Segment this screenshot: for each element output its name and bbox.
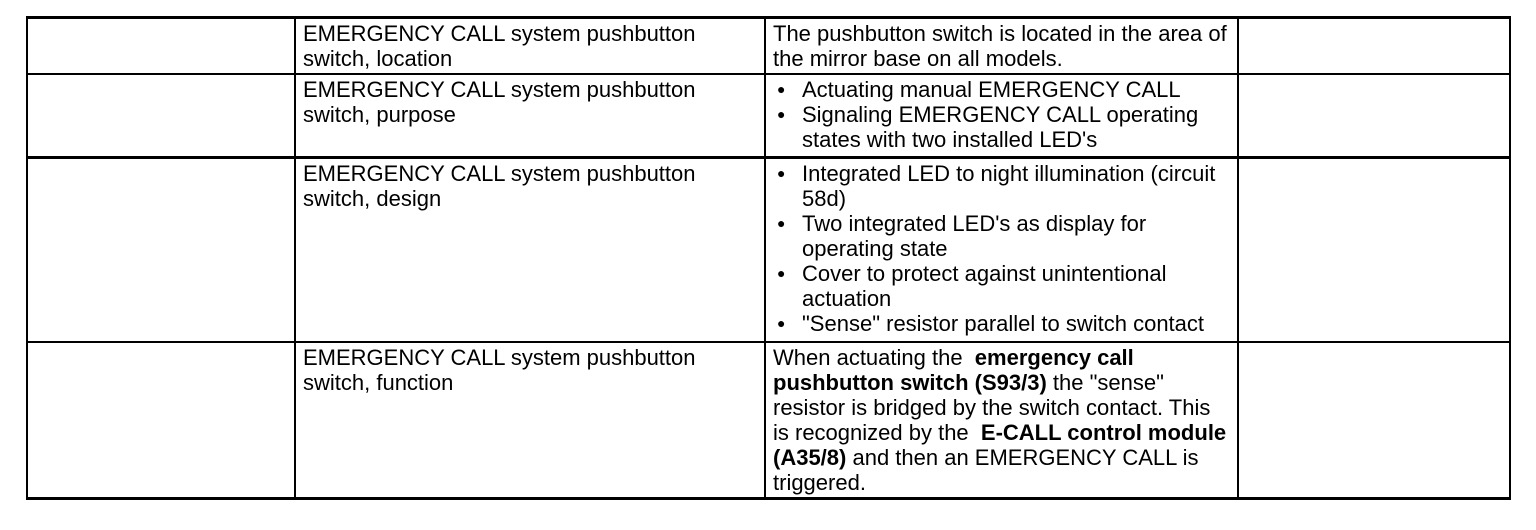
topic-text: EMERGENCY CALL system pushbutton switch,… — [303, 160, 696, 211]
topic-cell: EMERGENCY CALL system pushbutton switch,… — [294, 16, 766, 75]
bullet-item: ● Two integrated LED's as display for op… — [773, 211, 1229, 261]
bullet-list: ● Integrated LED to night illumination (… — [773, 161, 1229, 336]
text-segment: and then an EMERGENCY CALL is triggered. — [773, 445, 1199, 495]
spacer-cell-right — [1237, 73, 1511, 159]
spacer-cell-right — [1237, 16, 1511, 75]
bullet-icon: ● — [777, 214, 786, 231]
bullet-text: Two integrated LED's as display for oper… — [802, 210, 1147, 261]
spacer-cell-left — [26, 156, 296, 343]
table-row: EMERGENCY CALL system pushbutton switch,… — [26, 156, 1511, 343]
bullet-text: Actuating manual EMERGENCY CALL — [802, 77, 1181, 102]
text-segment: The pushbutton switch is located in the … — [773, 21, 1227, 71]
description-content: The pushbutton switch is located in the … — [773, 21, 1229, 71]
bold-text-segment: E-CALL control module (A35/8) — [773, 420, 1227, 470]
text-segment: When actuating the — [773, 345, 975, 370]
table-body: EMERGENCY CALL system pushbutton switch,… — [26, 16, 1511, 500]
bullet-icon: ● — [777, 314, 786, 331]
description-content: ● Integrated LED to night illumination (… — [773, 161, 1229, 336]
topic-cell: EMERGENCY CALL system pushbutton switch,… — [294, 156, 766, 343]
bullet-list: ● Actuating manual EMERGENCY CALL ● Sign… — [773, 77, 1229, 152]
bullet-text: Cover to protect against unintentional a… — [802, 260, 1167, 311]
bullet-icon: ● — [777, 264, 786, 281]
spacer-cell-right — [1237, 156, 1511, 343]
description-cell: ● Actuating manual EMERGENCY CALL ● Sign… — [764, 73, 1239, 159]
table-row: EMERGENCY CALL system pushbutton switch,… — [26, 73, 1511, 159]
description-paragraph: When actuating the emergency call pushbu… — [773, 345, 1229, 495]
table-row: EMERGENCY CALL system pushbutton switch,… — [26, 341, 1511, 500]
description-cell: The pushbutton switch is located in the … — [764, 16, 1239, 75]
spacer-cell-left — [26, 16, 296, 75]
description-cell: ● Integrated LED to night illumination (… — [764, 156, 1239, 343]
bullet-text: Integrated LED to night illumination (ci… — [802, 160, 1216, 211]
description-cell: When actuating the emergency call pushbu… — [764, 341, 1239, 500]
topic-text: EMERGENCY CALL system pushbutton switch,… — [303, 77, 696, 127]
bullet-icon: ● — [777, 106, 786, 122]
bullet-item: ● Cover to protect against unintentional… — [773, 261, 1229, 311]
spacer-cell-right — [1237, 341, 1511, 500]
bullet-text: "Sense" resistor parallel to switch cont… — [802, 310, 1205, 336]
bullet-icon: ● — [777, 81, 786, 97]
topic-text: EMERGENCY CALL system pushbutton switch,… — [303, 345, 696, 395]
bullet-item: ● Actuating manual EMERGENCY CALL — [773, 77, 1229, 102]
spacer-cell-left — [26, 73, 296, 159]
description-content: When actuating the emergency call pushbu… — [773, 345, 1229, 495]
bullet-item: ● "Sense" resistor parallel to switch co… — [773, 311, 1229, 336]
topic-text: EMERGENCY CALL system pushbutton switch,… — [303, 21, 696, 71]
topic-cell: EMERGENCY CALL system pushbutton switch,… — [294, 341, 766, 500]
table-row: EMERGENCY CALL system pushbutton switch,… — [26, 16, 1511, 75]
bullet-text: Signaling EMERGENCY CALL operating state… — [802, 102, 1199, 152]
bullet-icon: ● — [777, 164, 786, 181]
bullet-item: ● Integrated LED to night illumination (… — [773, 161, 1229, 211]
text-segment: the "sense" resistor is bridged by the s… — [773, 370, 1211, 445]
description-content: ● Actuating manual EMERGENCY CALL ● Sign… — [773, 77, 1229, 152]
bold-text-segment: emergency call pushbutton switch (S93/3) — [773, 345, 1134, 395]
reference-table: EMERGENCY CALL system pushbutton switch,… — [26, 16, 1511, 500]
bullet-item: ● Signaling EMERGENCY CALL operating sta… — [773, 102, 1229, 152]
topic-cell: EMERGENCY CALL system pushbutton switch,… — [294, 73, 766, 159]
spacer-cell-left — [26, 341, 296, 500]
description-paragraph: The pushbutton switch is located in the … — [773, 21, 1229, 71]
